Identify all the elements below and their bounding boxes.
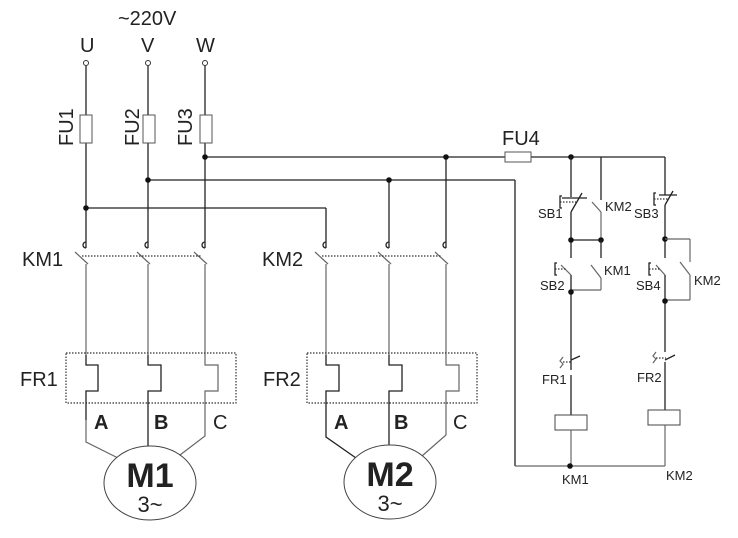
phase-label-w: W <box>196 35 215 57</box>
thermal-relay-fr1 <box>65 352 237 459</box>
button-label-sb1: SB1 <box>538 206 563 221</box>
contactor-km2-main <box>314 241 449 355</box>
thermal-contact-label-fr1: FR1 <box>542 372 567 387</box>
motor-m1 <box>103 445 197 521</box>
supply-voltage-label: ~220V <box>118 8 177 30</box>
terminal-label-a: A <box>334 412 348 434</box>
motor-label-m2: M2 <box>366 456 413 494</box>
phase-wires <box>85 66 206 248</box>
coil-label-km2: KM2 <box>666 468 693 483</box>
fuse-fu3 <box>199 114 213 144</box>
terminal-label-c: C <box>213 412 227 434</box>
motor-type-m2: 3~ <box>377 491 402 516</box>
control-circuit <box>515 154 691 469</box>
fuse-fu2 <box>142 114 156 144</box>
terminal-v <box>145 60 151 66</box>
fuse-label-fu4: FU4 <box>502 128 540 150</box>
fuse-fu4 <box>504 151 532 163</box>
terminal-label-b: B <box>394 412 408 434</box>
aux-contact-label-km2: KM2 <box>605 199 632 214</box>
terminal-label-b: B <box>154 412 168 434</box>
junction <box>386 177 392 183</box>
thermal-relay-label-fr1: FR1 <box>20 369 58 391</box>
button-label-sb4: SB4 <box>636 278 661 293</box>
motor-label-m1: M1 <box>126 457 173 495</box>
button-label-sb2: SB2 <box>540 278 565 293</box>
phase-label-v: V <box>141 35 155 57</box>
terminal-label-a: A <box>94 412 108 434</box>
fuse-label-fu2: FU2 <box>122 108 144 146</box>
motor-m2 <box>343 444 437 520</box>
junction <box>83 205 89 211</box>
bus-wires <box>86 156 665 466</box>
terminal-label-c: C <box>453 412 467 434</box>
thermal-relay-fr2 <box>306 352 478 459</box>
coil-label-km1: KM1 <box>562 472 589 487</box>
thermal-contact-label-fr2: FR2 <box>637 370 662 385</box>
contactor-km1-main <box>74 241 208 355</box>
aux-contact-label-km1: KM1 <box>604 263 631 278</box>
fuse-label-fu3: FU3 <box>175 108 197 146</box>
junction <box>443 154 449 160</box>
phase-label-u: U <box>80 35 94 57</box>
terminal-w <box>202 60 208 66</box>
fuse-label-fu1: FU1 <box>56 108 78 146</box>
fuse-fu1 <box>79 114 93 144</box>
contactor-label-km2: KM2 <box>262 249 303 271</box>
terminal-u <box>83 60 89 66</box>
motor-type-m1: 3~ <box>137 492 162 517</box>
junction <box>202 154 208 160</box>
contactor-label-km1: KM1 <box>22 249 63 271</box>
junction <box>145 177 151 183</box>
aux-contact-label-km2-b: KM2 <box>694 273 721 288</box>
button-label-sb3: SB3 <box>634 206 659 221</box>
thermal-relay-label-fr2: FR2 <box>263 369 301 391</box>
